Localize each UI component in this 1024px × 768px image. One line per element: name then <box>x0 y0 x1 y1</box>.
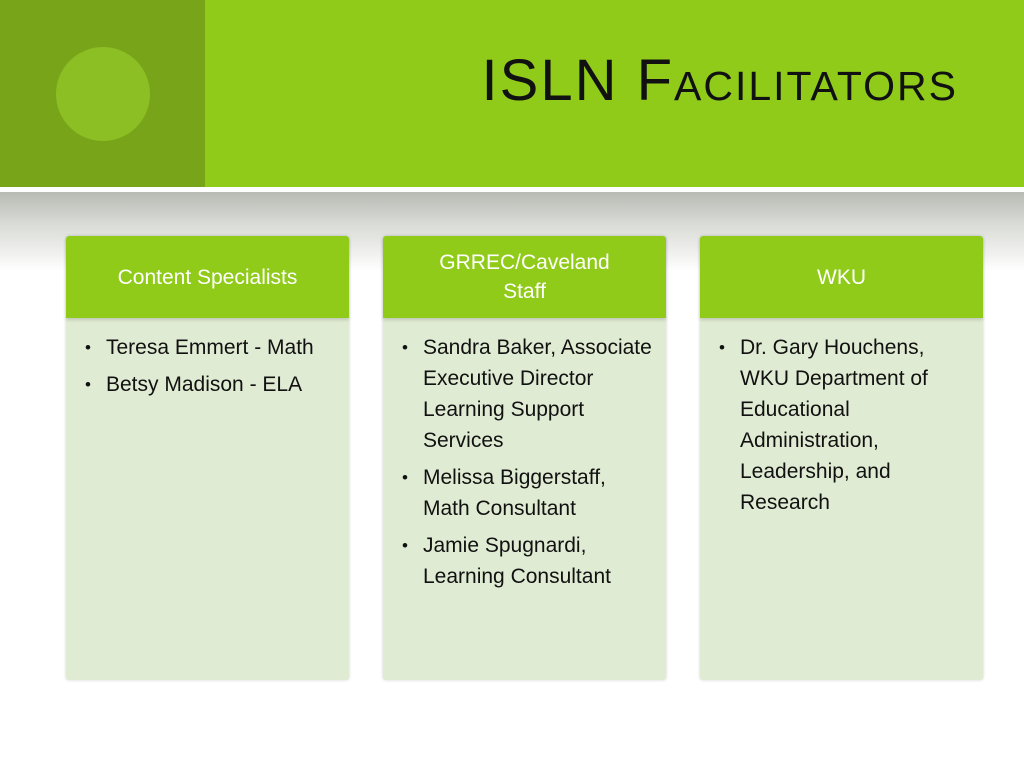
list-item: • Betsy Madison - ELA <box>85 369 335 400</box>
title-band: ISLN Facilitators <box>0 0 1024 187</box>
bullet-list: • Sandra Baker, Associate Executive Direc… <box>402 332 652 592</box>
bullet-icon: • <box>402 536 408 555</box>
list-item: • Melissa Biggerstaff, Math Consultant <box>402 462 652 524</box>
bullet-icon: • <box>402 338 408 357</box>
bullet-icon: • <box>402 468 408 487</box>
list-item: • Dr. Gary Houchens, WKU Department of Ed… <box>719 332 969 518</box>
column-body: • Sandra Baker, Associate Executive Direc… <box>383 318 666 680</box>
list-item: • Sandra Baker, Associate Executive Direc… <box>402 332 652 456</box>
column-heading: WKU <box>700 236 983 318</box>
bullet-icon: • <box>719 338 725 357</box>
title-band-accent <box>0 0 205 187</box>
column-heading: Content Specialists <box>66 236 349 318</box>
slide-title: ISLN Facilitators <box>481 48 958 113</box>
bullet-icon: • <box>85 338 91 357</box>
bullet-list: • Dr. Gary Houchens, WKU Department of Ed… <box>719 332 969 518</box>
column-body: • Dr. Gary Houchens, WKU Department of Ed… <box>700 318 983 680</box>
title-divider <box>0 187 1024 192</box>
list-item: • Teresa Emmert - Math <box>85 332 335 363</box>
bullet-list: • Teresa Emmert - Math • Betsy Madison - E… <box>85 332 335 400</box>
list-item-text: Teresa Emmert - Math <box>106 336 314 359</box>
column-body: • Teresa Emmert - Math • Betsy Madison - E… <box>66 318 349 680</box>
column-content-specialists: Content Specialists • Teresa Emmert - Mat… <box>66 236 349 680</box>
list-item-text: Jamie Spugnardi, Learning Consultant <box>423 534 611 588</box>
decorative-circle <box>56 47 150 141</box>
list-item-text: Melissa Biggerstaff, Math Consultant <box>423 466 606 520</box>
list-item: • Jamie Spugnardi, Learning Consultant <box>402 530 652 592</box>
list-item-text: Betsy Madison - ELA <box>106 373 303 396</box>
column-heading: GRREC/Caveland Staff <box>383 236 666 318</box>
column-wku: WKU • Dr. Gary Houchens, WKU Department o… <box>700 236 983 680</box>
list-item-text: Sandra Baker, Associate Executive Direct… <box>423 336 652 452</box>
list-item-text: Dr. Gary Houchens, WKU Department of Edu… <box>740 336 928 514</box>
column-grrec-caveland-staff: GRREC/Caveland Staff • Sandra Baker, Asso… <box>383 236 666 680</box>
bullet-icon: • <box>85 375 91 394</box>
